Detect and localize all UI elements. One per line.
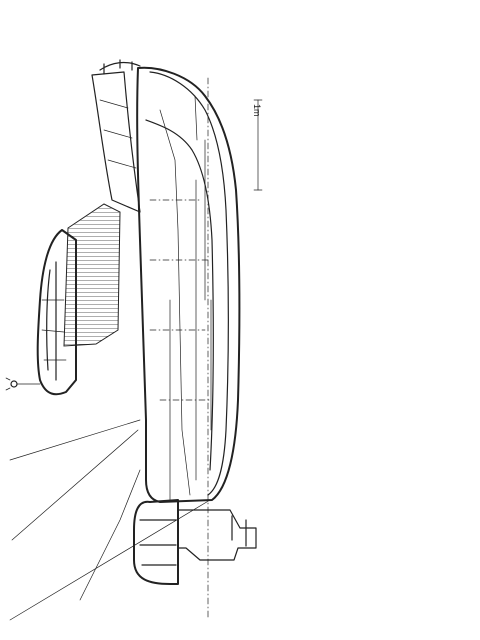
side-nav-light <box>10 380 18 388</box>
side-bow-rail <box>99 59 141 75</box>
side-sheer-line <box>159 109 191 496</box>
side-outboard-bracket <box>177 509 257 561</box>
scale-bar <box>253 99 263 191</box>
side-console-hatched <box>63 203 121 347</box>
side-outboard-motor <box>133 499 179 585</box>
side-hull-outline <box>136 66 241 503</box>
side-cuddy-top <box>36 229 77 396</box>
side-chine-line <box>145 119 214 471</box>
scale-label: 1m <box>252 104 262 117</box>
side-thrust-line <box>9 419 211 621</box>
side-windscreen <box>91 71 141 213</box>
side-profile-view <box>5 59 257 621</box>
side-deck-line <box>149 71 229 496</box>
